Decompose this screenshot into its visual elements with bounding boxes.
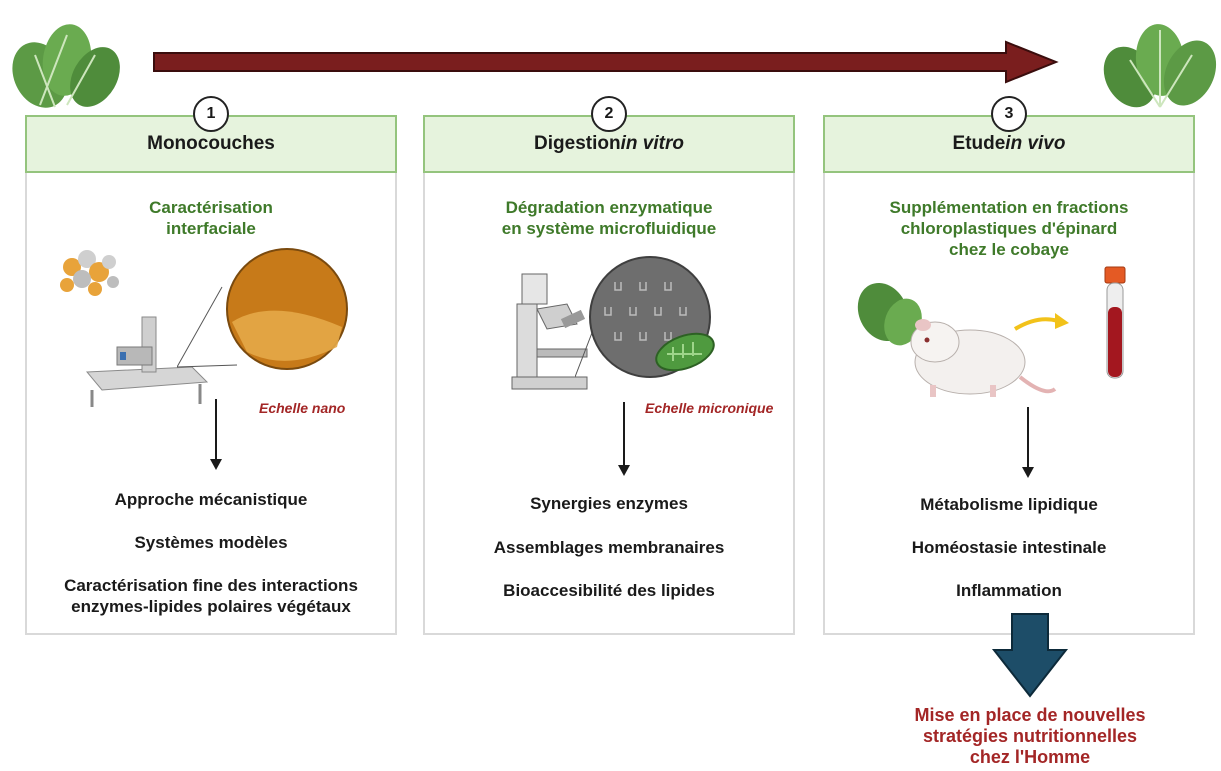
timeline-arrow	[153, 40, 1059, 84]
flow-arrow-head	[210, 459, 222, 470]
afm-surface-zoom-illustration	[177, 248, 348, 370]
blood-sample-tube-illustration	[1104, 266, 1126, 379]
scale-label: Echelle nano	[259, 400, 346, 416]
panel-title-italic: in vivo	[1005, 133, 1066, 154]
spinach-leaves-right-illustration	[1103, 24, 1217, 108]
flow-arrow-line	[1027, 407, 1029, 467]
outcome-item: Assemblages membranaires	[493, 538, 725, 557]
outcome-item: Homéostasie intestinale	[911, 538, 1107, 557]
yellow-curved-arrow	[1013, 313, 1069, 331]
flow-arrow-line	[215, 399, 217, 459]
microfluidic-chip-zoom-illustration	[575, 256, 715, 378]
panel-title: Digestion	[534, 133, 621, 154]
panel-digestion-in-vitro: Digestion in vitro 2 Dégradation enzymat…	[423, 96, 795, 635]
panel-etude-in-vivo: Etude in vivo 3 Supplémentation en fract…	[823, 96, 1195, 635]
microscope-illustration	[511, 273, 588, 390]
outcome-item: Synergies enzymes	[530, 494, 688, 513]
outcome-item: Inflammation	[956, 581, 1062, 600]
guinea-pig-illustration	[910, 319, 1057, 397]
panel-title: Etude	[952, 133, 1006, 154]
protein-structure-illustration	[60, 250, 119, 296]
panel-title: Monocouches	[147, 133, 275, 154]
final-outcome-text: Mise en place de nouvelles stratégies nu…	[914, 705, 1146, 767]
step-number-badge: 2	[591, 96, 627, 132]
flow-arrow-head	[1022, 467, 1034, 478]
outcome-down-arrow	[991, 613, 1069, 698]
spinach-leaves-left-illustration	[12, 24, 120, 108]
step-number-badge: 3	[991, 96, 1027, 132]
panel-title-italic: in vitro	[620, 133, 684, 154]
outcome-item: Bioaccesibilité des lipides	[503, 581, 715, 600]
outcome-item: Métabolisme lipidique	[920, 495, 1098, 514]
outcome-item: Systèmes modèles	[134, 533, 288, 552]
scale-label: Echelle micronique	[645, 400, 774, 416]
afm-instrument-illustration	[85, 316, 209, 407]
flow-arrow-head	[618, 465, 630, 476]
outcome-item: Approche mécanistique	[114, 490, 308, 509]
flow-arrow-line	[623, 402, 625, 465]
spinach-leaf-illustration	[857, 282, 922, 346]
step-number-badge: 1	[193, 96, 229, 132]
